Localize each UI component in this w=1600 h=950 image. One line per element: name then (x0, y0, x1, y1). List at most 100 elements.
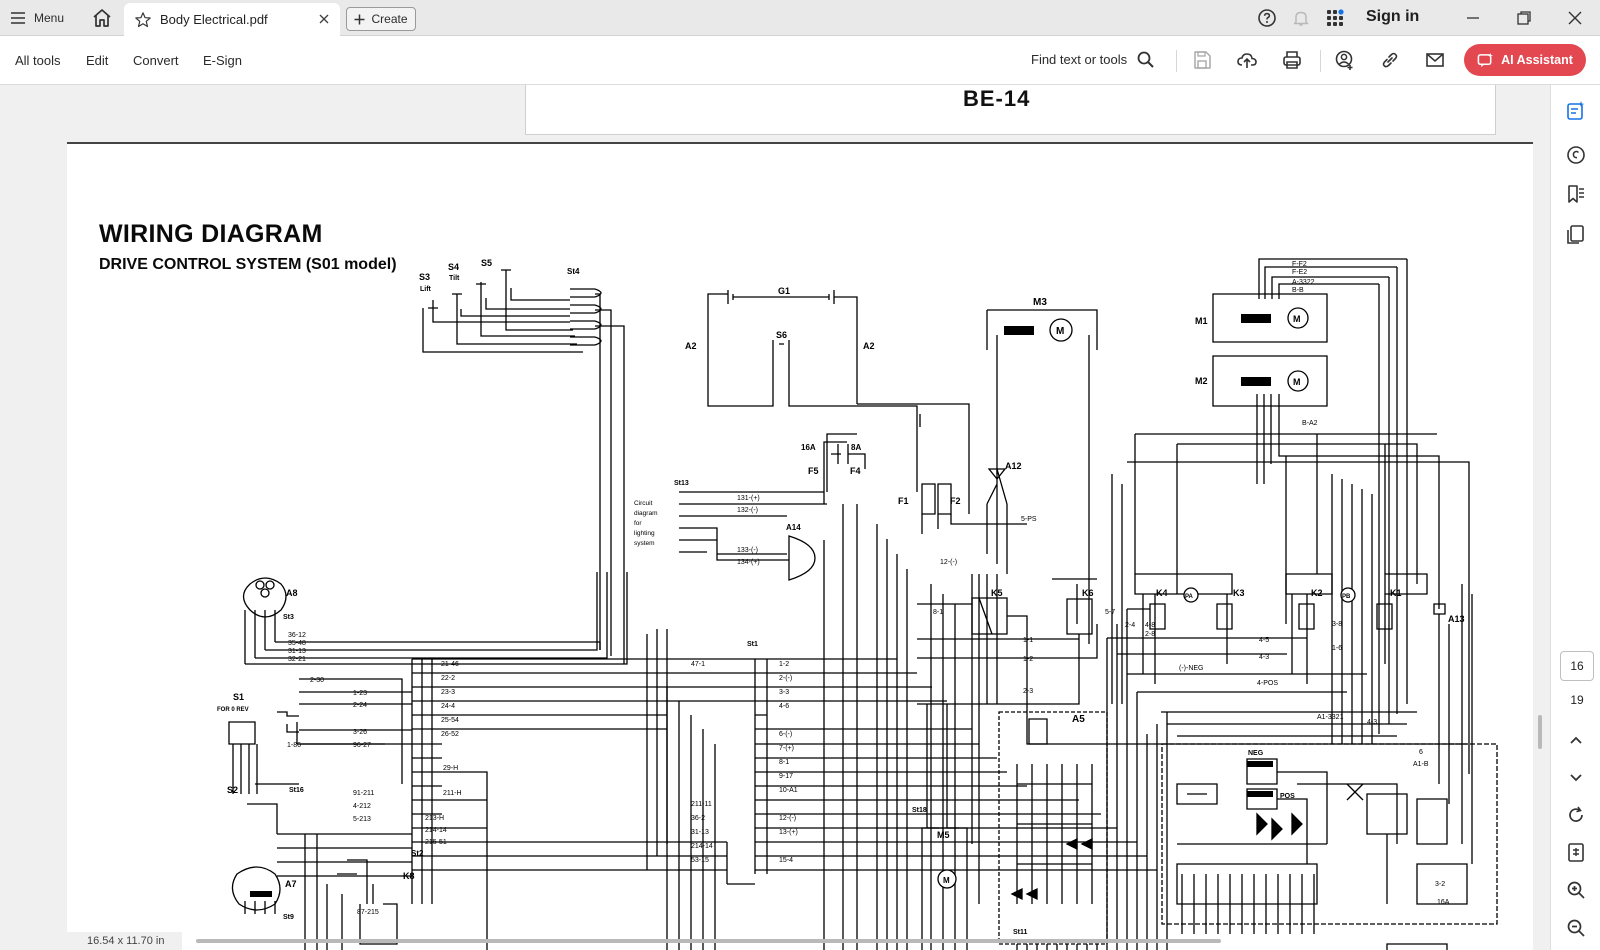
create-label: Create (371, 12, 408, 26)
comment-icon[interactable] (1564, 143, 1588, 167)
apps-grid-icon[interactable] (1325, 8, 1345, 28)
help-icon[interactable] (1257, 8, 1277, 28)
bookmark-icon[interactable] (1564, 182, 1588, 206)
minimize-icon[interactable] (1463, 8, 1483, 28)
zoom-in-icon[interactable] (1564, 878, 1588, 902)
wire-1-23: 1-23 (353, 690, 367, 697)
wire-7-pos: 7-(+) (779, 745, 794, 752)
previous-page: BE-14 (525, 85, 1496, 135)
wire-8-1: 8-1 (779, 759, 789, 766)
edit-page-icon[interactable] (1564, 99, 1588, 123)
label-k8: K8 (403, 871, 415, 881)
email-icon[interactable] (1424, 49, 1446, 71)
wire-132: 132-(-) (737, 507, 758, 514)
edit-menu[interactable]: Edit (86, 53, 109, 68)
label-a7: A7 (285, 879, 297, 889)
wire-12-neg: 12-(-) (779, 815, 796, 822)
pdf-page: WIRING DIAGRAM DRIVE CONTROL SYSTEM (S01… (67, 142, 1533, 950)
save-icon[interactable] (1191, 49, 1213, 71)
wire-f-e2: F-E2 (1292, 269, 1307, 276)
convert-menu[interactable]: Convert (133, 53, 179, 68)
wire-1-86: 1-86 (287, 742, 301, 749)
wire-f-f2: F-F2 (1292, 261, 1307, 268)
label-s1-sub: FOR 0 REV (217, 707, 249, 713)
esign-menu[interactable]: E-Sign (203, 53, 243, 68)
current-page-input[interactable]: 16 (1560, 651, 1594, 681)
home-icon[interactable] (90, 6, 114, 30)
label-s4: S4 (448, 262, 459, 272)
label-k5: K5 (991, 588, 1003, 598)
label-st11: St11 (1013, 929, 1028, 936)
all-tools-menu[interactable]: All tools (15, 53, 61, 68)
label-f4: F4 (850, 466, 861, 476)
ai-assistant-button[interactable]: AI Assistant (1464, 44, 1586, 76)
find-text-tools-label[interactable]: Find text or tools (1031, 52, 1128, 67)
ai-assistant-label: AI Assistant (1501, 53, 1573, 67)
label-k3: K3 (1233, 588, 1245, 598)
label-st3: St3 (283, 614, 294, 621)
sign-in-link[interactable]: Sign in (1366, 8, 1420, 25)
label-f1: F1 (898, 496, 909, 506)
pages-icon[interactable] (1564, 222, 1588, 246)
wire-29-h: 29-H (443, 765, 458, 772)
wire-neg-neg: (-)-NEG (1179, 665, 1204, 672)
diagram-subtitle: DRIVE CONTROL SYSTEM (S01 model) (99, 256, 397, 273)
wire-4-3b: 4-3 (1367, 719, 1377, 726)
share-user-icon[interactable] (1334, 49, 1356, 71)
document-tab[interactable]: Body Electrical.pdf (124, 3, 340, 36)
print-icon[interactable] (1281, 49, 1303, 71)
menu-button[interactable]: Menu (10, 7, 64, 29)
notification-bell-icon[interactable] (1291, 8, 1311, 28)
fit-page-icon[interactable] (1564, 840, 1588, 864)
wire-1-1: 1-1 (1023, 637, 1033, 644)
wire-2-24: 2-24 (353, 702, 367, 709)
chevron-up-icon[interactable] (1564, 729, 1588, 753)
label-circuit-4: lighting (634, 530, 655, 537)
link-icon[interactable] (1379, 49, 1401, 71)
label-motor-m5: M (943, 876, 950, 885)
wire-215-51: 215-51 (425, 839, 447, 846)
search-icon[interactable] (1136, 50, 1156, 70)
wire-23-3: 23-3 (441, 689, 455, 696)
wire-47-1: 47-1 (691, 661, 705, 668)
wire-134: 134-(+) (737, 559, 760, 566)
label-motor-m1: M (1293, 314, 1301, 324)
restore-icon[interactable] (1514, 8, 1534, 28)
label-s3-sub: Lift (420, 286, 432, 293)
create-button[interactable]: Create (346, 7, 416, 31)
label-m1: M1 (1195, 316, 1208, 326)
label-f2: F2 (950, 496, 961, 506)
wire-12-neg2: 12-(-) (940, 559, 957, 566)
wire-4-6: 4-6 (779, 703, 789, 710)
vertical-scrollbar[interactable] (1538, 715, 1542, 749)
wire-5-213: 5-213 (353, 816, 371, 823)
document-viewport[interactable]: BE-14 WIRING DIAGRAM DRIVE CONTROL SYSTE… (0, 85, 1550, 950)
wire-31-13: 31-13 (288, 648, 306, 655)
wire-b-b: B-B (1292, 287, 1304, 294)
label-s1: S1 (233, 692, 244, 702)
star-icon[interactable] (134, 11, 152, 29)
close-tab-icon[interactable] (318, 13, 330, 25)
label-circuit-1: Circuit (634, 500, 653, 507)
wire-2-neg: 2-(-) (779, 675, 792, 682)
wiring-schematic: S3 Lift S4 Tilt S5 St4 G1 A2 A2 S6 M3 M1… (217, 258, 1498, 950)
toolbar-divider (1176, 50, 1177, 72)
label-pb: PB (1342, 594, 1351, 600)
wire-31-13b: 31-13 (691, 829, 709, 836)
wire-10-a1: 10-A1 (779, 787, 798, 794)
upload-cloud-icon[interactable] (1236, 49, 1258, 71)
rotate-icon[interactable] (1564, 803, 1588, 827)
close-window-icon[interactable] (1565, 8, 1585, 28)
wire-5-7: 5-7 (1105, 609, 1115, 616)
horizontal-scrollbar[interactable] (196, 939, 1221, 943)
wire-133: 133-(-) (737, 547, 758, 554)
label-g1: G1 (778, 286, 790, 296)
ai-assistant-icon (1477, 52, 1494, 67)
wire-5-ps: 5-PS (1021, 516, 1037, 523)
wire-2-8: 2-8 (1145, 631, 1155, 638)
chevron-down-icon[interactable] (1564, 765, 1588, 789)
zoom-out-icon[interactable] (1564, 916, 1588, 940)
wire-26-52: 26-52 (441, 731, 459, 738)
wire-213-h: 213-H (425, 815, 444, 822)
plus-icon (354, 14, 365, 24)
